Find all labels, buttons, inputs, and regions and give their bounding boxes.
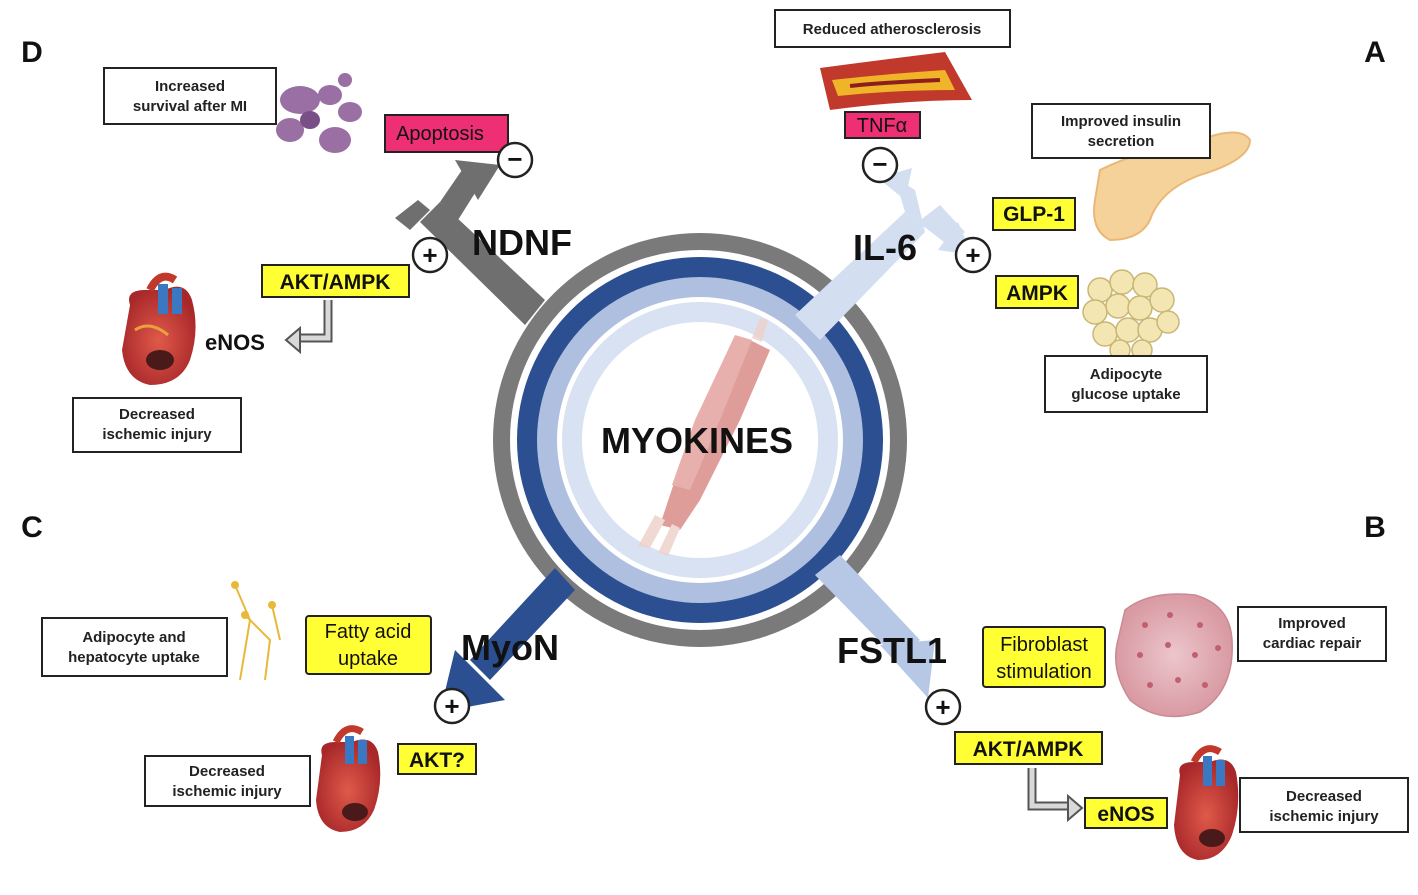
fstl1-label: FSTL1 (837, 630, 947, 671)
ischemic-box-d (72, 397, 242, 453)
adipocyte-line2: glucose uptake (1071, 386, 1180, 403)
akt-ampk-box-b (954, 731, 1103, 765)
glp1-text: GLP-1 (1003, 203, 1065, 226)
enos-arrow-d (284, 300, 333, 355)
repair-line1: Improved (1278, 615, 1346, 632)
ischemic-line2-c: ischemic injury (172, 783, 282, 800)
ischemic-line2-d: ischemic injury (102, 426, 212, 443)
fibro-line2: stimulation (996, 661, 1092, 683)
tnf-text: TNFα (857, 115, 907, 137)
il6-label: IL-6 (853, 227, 917, 268)
uptake-line2: hepatocyte uptake (68, 649, 200, 666)
minus-sign-apoptosis-glyph: − (507, 144, 522, 174)
repair-line2: cardiac repair (1263, 635, 1362, 652)
fatty-line2: uptake (338, 648, 398, 670)
survival-line1: Increased (155, 78, 225, 95)
uptake-line1: Adipocyte and (82, 629, 185, 646)
akt-ampk-box-d (261, 264, 410, 298)
panel-b: Fibroblast stimulation Improved cardiac … (924, 593, 1409, 860)
plus-sign-myon-glyph: + (444, 691, 459, 721)
center-title: MYOKINES (601, 420, 793, 461)
reduced-atherosclerosis-text: Reduced atherosclerosis (803, 21, 981, 38)
glp1-box (992, 197, 1076, 231)
panel-letter-c: C (21, 511, 43, 544)
insulin-line1: Improved insulin (1061, 113, 1181, 130)
hepatocyte-uptake-box (41, 617, 228, 677)
adipocyte-uptake-box (1044, 355, 1208, 413)
muscle-illustration (638, 318, 770, 556)
plus-sign-fstl1-glyph: + (935, 692, 950, 722)
enos-arrow-b (1027, 768, 1084, 823)
tnf-box (844, 111, 921, 139)
survival-line2: survival after MI (133, 98, 247, 115)
cardiac-tissue-icon (1115, 593, 1233, 718)
akt-ampk-text-d: AKT/AMPK (280, 271, 391, 294)
heart-icon-d (122, 272, 196, 385)
fstl1-arrow (815, 555, 935, 698)
ampk-text: AMPK (1006, 282, 1068, 305)
plus-sign-fstl1 (924, 688, 962, 726)
panel-d: Increased survival after MI Apoptosis − … (72, 67, 534, 453)
ischemic-line1-d: Decreased (119, 406, 195, 423)
panel-letter-b: B (1364, 511, 1386, 544)
ischemic-line1-b: Decreased (1286, 788, 1362, 805)
enos-box-b (1084, 797, 1168, 829)
heart-icon-c (316, 725, 381, 832)
plus-sign-ndnf-glyph: + (422, 240, 437, 270)
insulin-line2: secretion (1088, 133, 1155, 150)
apoptosis-box (384, 114, 509, 153)
ischemic-box-c (144, 755, 311, 807)
plus-sign-il6-glyph: + (965, 240, 980, 270)
akt-box-c (397, 743, 477, 775)
fibroblast-box (982, 626, 1106, 688)
apoptotic-cell-icon (276, 73, 362, 153)
fatty-acid-box (305, 615, 432, 675)
apoptosis-text: Apoptosis (396, 123, 484, 145)
minus-sign-tnf-glyph: − (872, 149, 887, 179)
minus-sign-tnf (861, 146, 899, 184)
ischemic-line1-c: Decreased (189, 763, 265, 780)
akt-ampk-text-b: AKT/AMPK (973, 738, 1084, 761)
minus-sign-apoptosis (496, 141, 534, 179)
enos-text-b: eNOS (1097, 803, 1154, 826)
cardiac-repair-box (1237, 606, 1387, 662)
ischemic-line2-b: ischemic injury (1269, 808, 1379, 825)
adipocyte-cluster-icon (1082, 269, 1180, 361)
enos-text-d: eNOS (205, 330, 265, 355)
fatty-line1: Fatty acid (325, 621, 412, 643)
heart-icon-b (1174, 745, 1239, 860)
panel-c: Adipocyte and hepatocyte uptake Fatty ac… (41, 581, 477, 832)
myon-label: MyoN (461, 627, 559, 668)
ischemic-box-b (1239, 777, 1409, 833)
plus-sign-il6 (954, 236, 992, 274)
plus-sign-ndnf (411, 236, 449, 274)
panel-letter-d: D (21, 36, 43, 69)
plus-sign-myon (433, 687, 471, 725)
fatty-acid-icon (231, 581, 281, 681)
reduced-atherosclerosis-box (774, 9, 1011, 48)
artery-icon (820, 52, 972, 110)
panel-letter-a: A (1364, 36, 1386, 69)
ndnf-arrow (395, 160, 545, 325)
survival-box (103, 67, 277, 125)
insulin-secretion-box (1031, 103, 1211, 159)
ndnf-label: NDNF (472, 222, 572, 263)
adipocyte-line1: Adipocyte (1090, 366, 1163, 383)
panel-a: Reduced atherosclerosis TNFα − + GLP-1 A… (774, 9, 1252, 413)
ampk-box (995, 275, 1079, 309)
akt-text-c: AKT? (409, 749, 465, 772)
fibro-line1: Fibroblast (1000, 634, 1088, 656)
